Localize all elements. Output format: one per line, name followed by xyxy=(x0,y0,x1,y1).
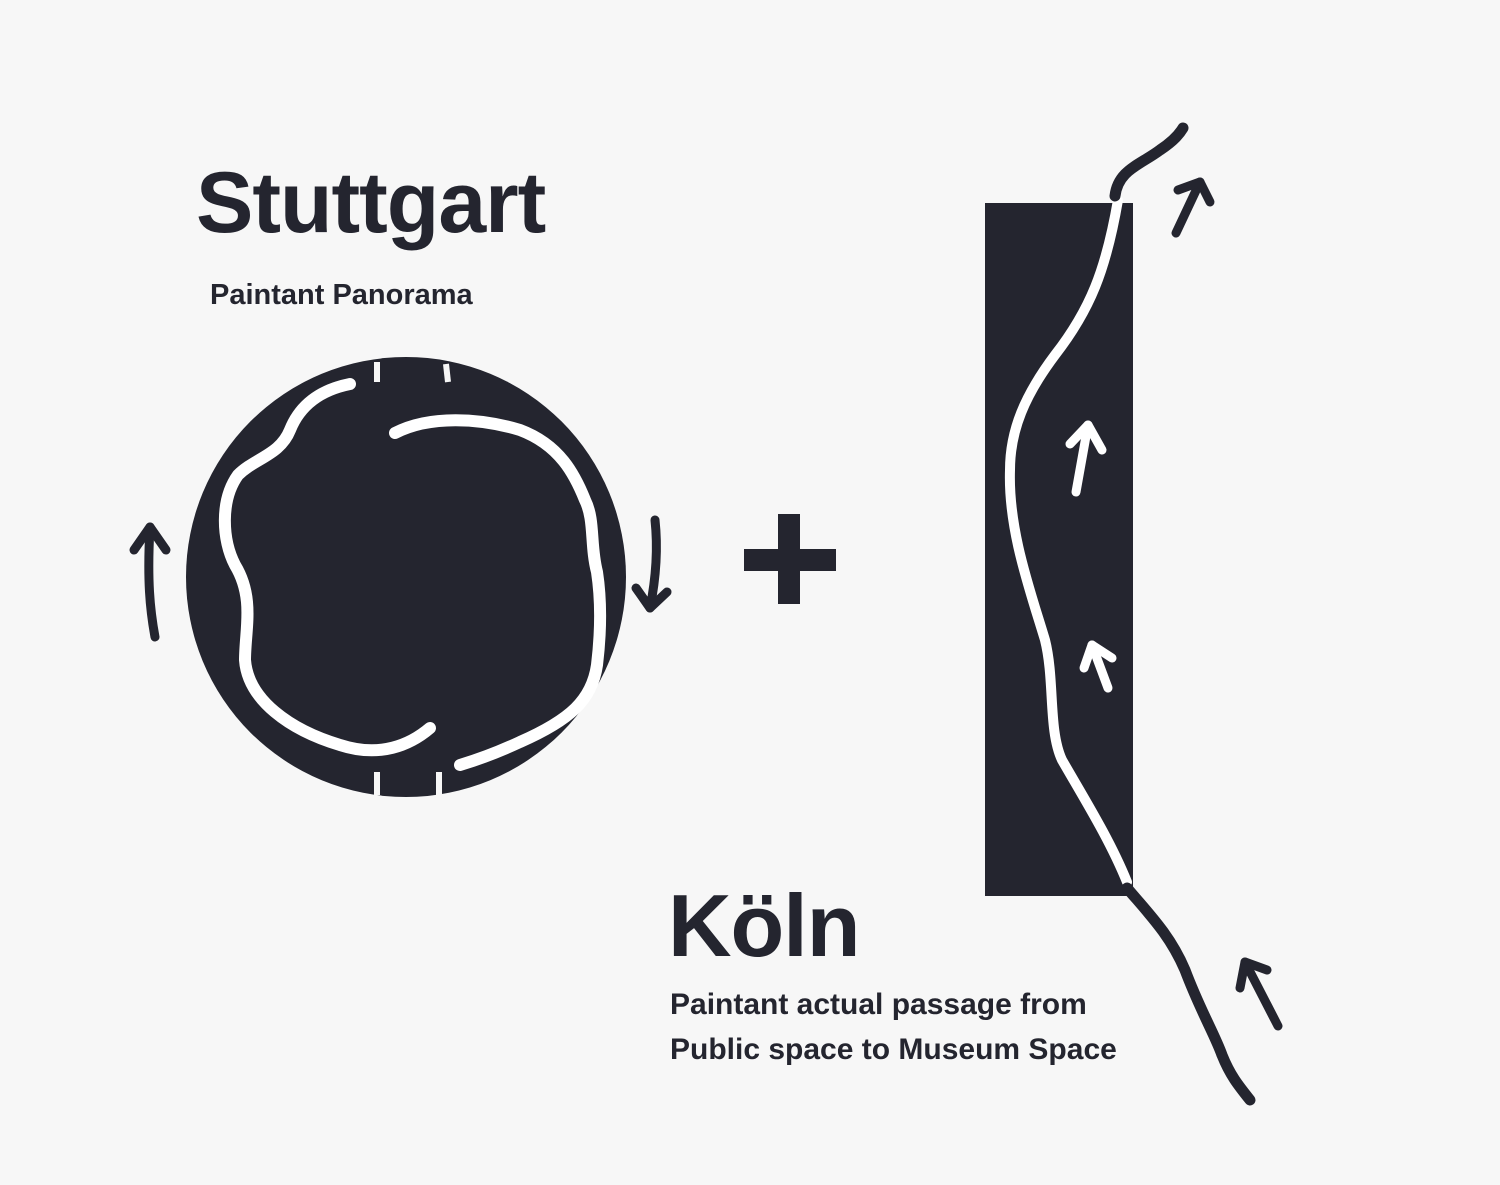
entrance-markers xyxy=(374,362,451,795)
panorama-path-left xyxy=(218,378,436,757)
koln-title: Köln xyxy=(668,876,861,975)
arrow-up-icon xyxy=(129,522,171,642)
entrance-mark-top-right xyxy=(443,363,451,383)
koln-subtitle-line-1: Paintant actual passage from xyxy=(670,988,1087,1021)
museum-passage-path xyxy=(1004,195,1132,887)
panorama-rotunda xyxy=(186,357,626,797)
koln-subtitle-line-2: Public space to Museum Space xyxy=(670,1033,1117,1066)
stuttgart-subtitle: Paintant Panorama xyxy=(210,279,473,311)
public-path-bottom xyxy=(1121,882,1256,1106)
arrow-up-icon xyxy=(1065,420,1107,497)
stuttgart-title: Stuttgart xyxy=(196,155,546,251)
arrow-up-right-icon xyxy=(1171,177,1215,238)
koln-passage xyxy=(985,122,1283,1106)
arrow-up-icon xyxy=(1079,640,1117,693)
arrow-up-icon xyxy=(1235,957,1283,1031)
plus-icon xyxy=(744,514,836,604)
panorama-visitor-path xyxy=(218,378,607,771)
public-path-top xyxy=(1109,122,1189,202)
arrow-down-icon xyxy=(631,515,672,613)
public-space-path xyxy=(1109,122,1256,1106)
koln-subtitle: Paintant actual passage from Public spac… xyxy=(670,982,1117,1072)
panorama-path-right xyxy=(389,414,607,771)
stuttgart-panorama xyxy=(129,357,672,797)
museum-space-block xyxy=(985,203,1133,896)
